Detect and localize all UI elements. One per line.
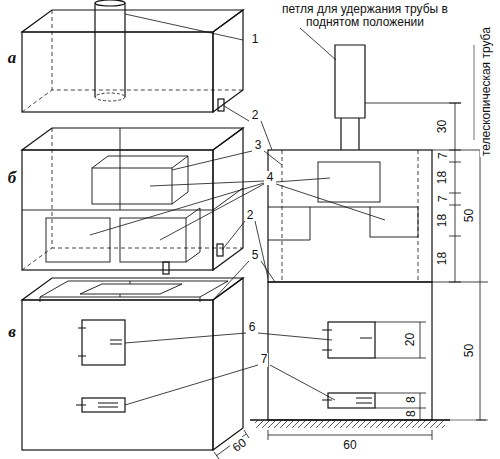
callout-number: 3 bbox=[254, 139, 263, 152]
view-letter: в bbox=[8, 323, 16, 342]
dimension: 8 bbox=[404, 410, 417, 419]
base-part bbox=[22, 278, 249, 459]
dimension: 50 bbox=[463, 343, 476, 358]
dimension: 18 bbox=[436, 170, 449, 185]
part-name: телескопическая труба bbox=[479, 27, 492, 158]
dimension: 30 bbox=[436, 119, 449, 134]
tank-part bbox=[22, 0, 243, 112]
callout-number: 2 bbox=[246, 209, 255, 222]
note-text: петля для удержания трубы в поднятом пол… bbox=[265, 3, 465, 29]
callout-number: 2 bbox=[251, 109, 260, 122]
dimension: 18 bbox=[436, 213, 449, 228]
view-letter: а bbox=[8, 49, 17, 68]
callout-number: 1 bbox=[251, 33, 260, 46]
callout-number: 4 bbox=[266, 171, 275, 184]
callout-number: 6 bbox=[248, 321, 257, 334]
dimension: 60 bbox=[342, 439, 357, 452]
dimension: 7 bbox=[436, 195, 449, 204]
dimension: 50 bbox=[463, 208, 476, 223]
callout-number: 5 bbox=[251, 249, 260, 262]
dimension: 8 bbox=[404, 396, 417, 405]
callout-number: 7 bbox=[260, 353, 269, 366]
leader-lines bbox=[90, 14, 385, 405]
dimension: 20 bbox=[404, 332, 417, 347]
firebox-part bbox=[22, 128, 243, 274]
view-letter: б bbox=[8, 169, 16, 188]
dimension: 60 bbox=[230, 436, 250, 456]
side-view bbox=[250, 45, 488, 440]
dimension: 7 bbox=[436, 152, 449, 161]
dimension: 18 bbox=[436, 251, 449, 266]
